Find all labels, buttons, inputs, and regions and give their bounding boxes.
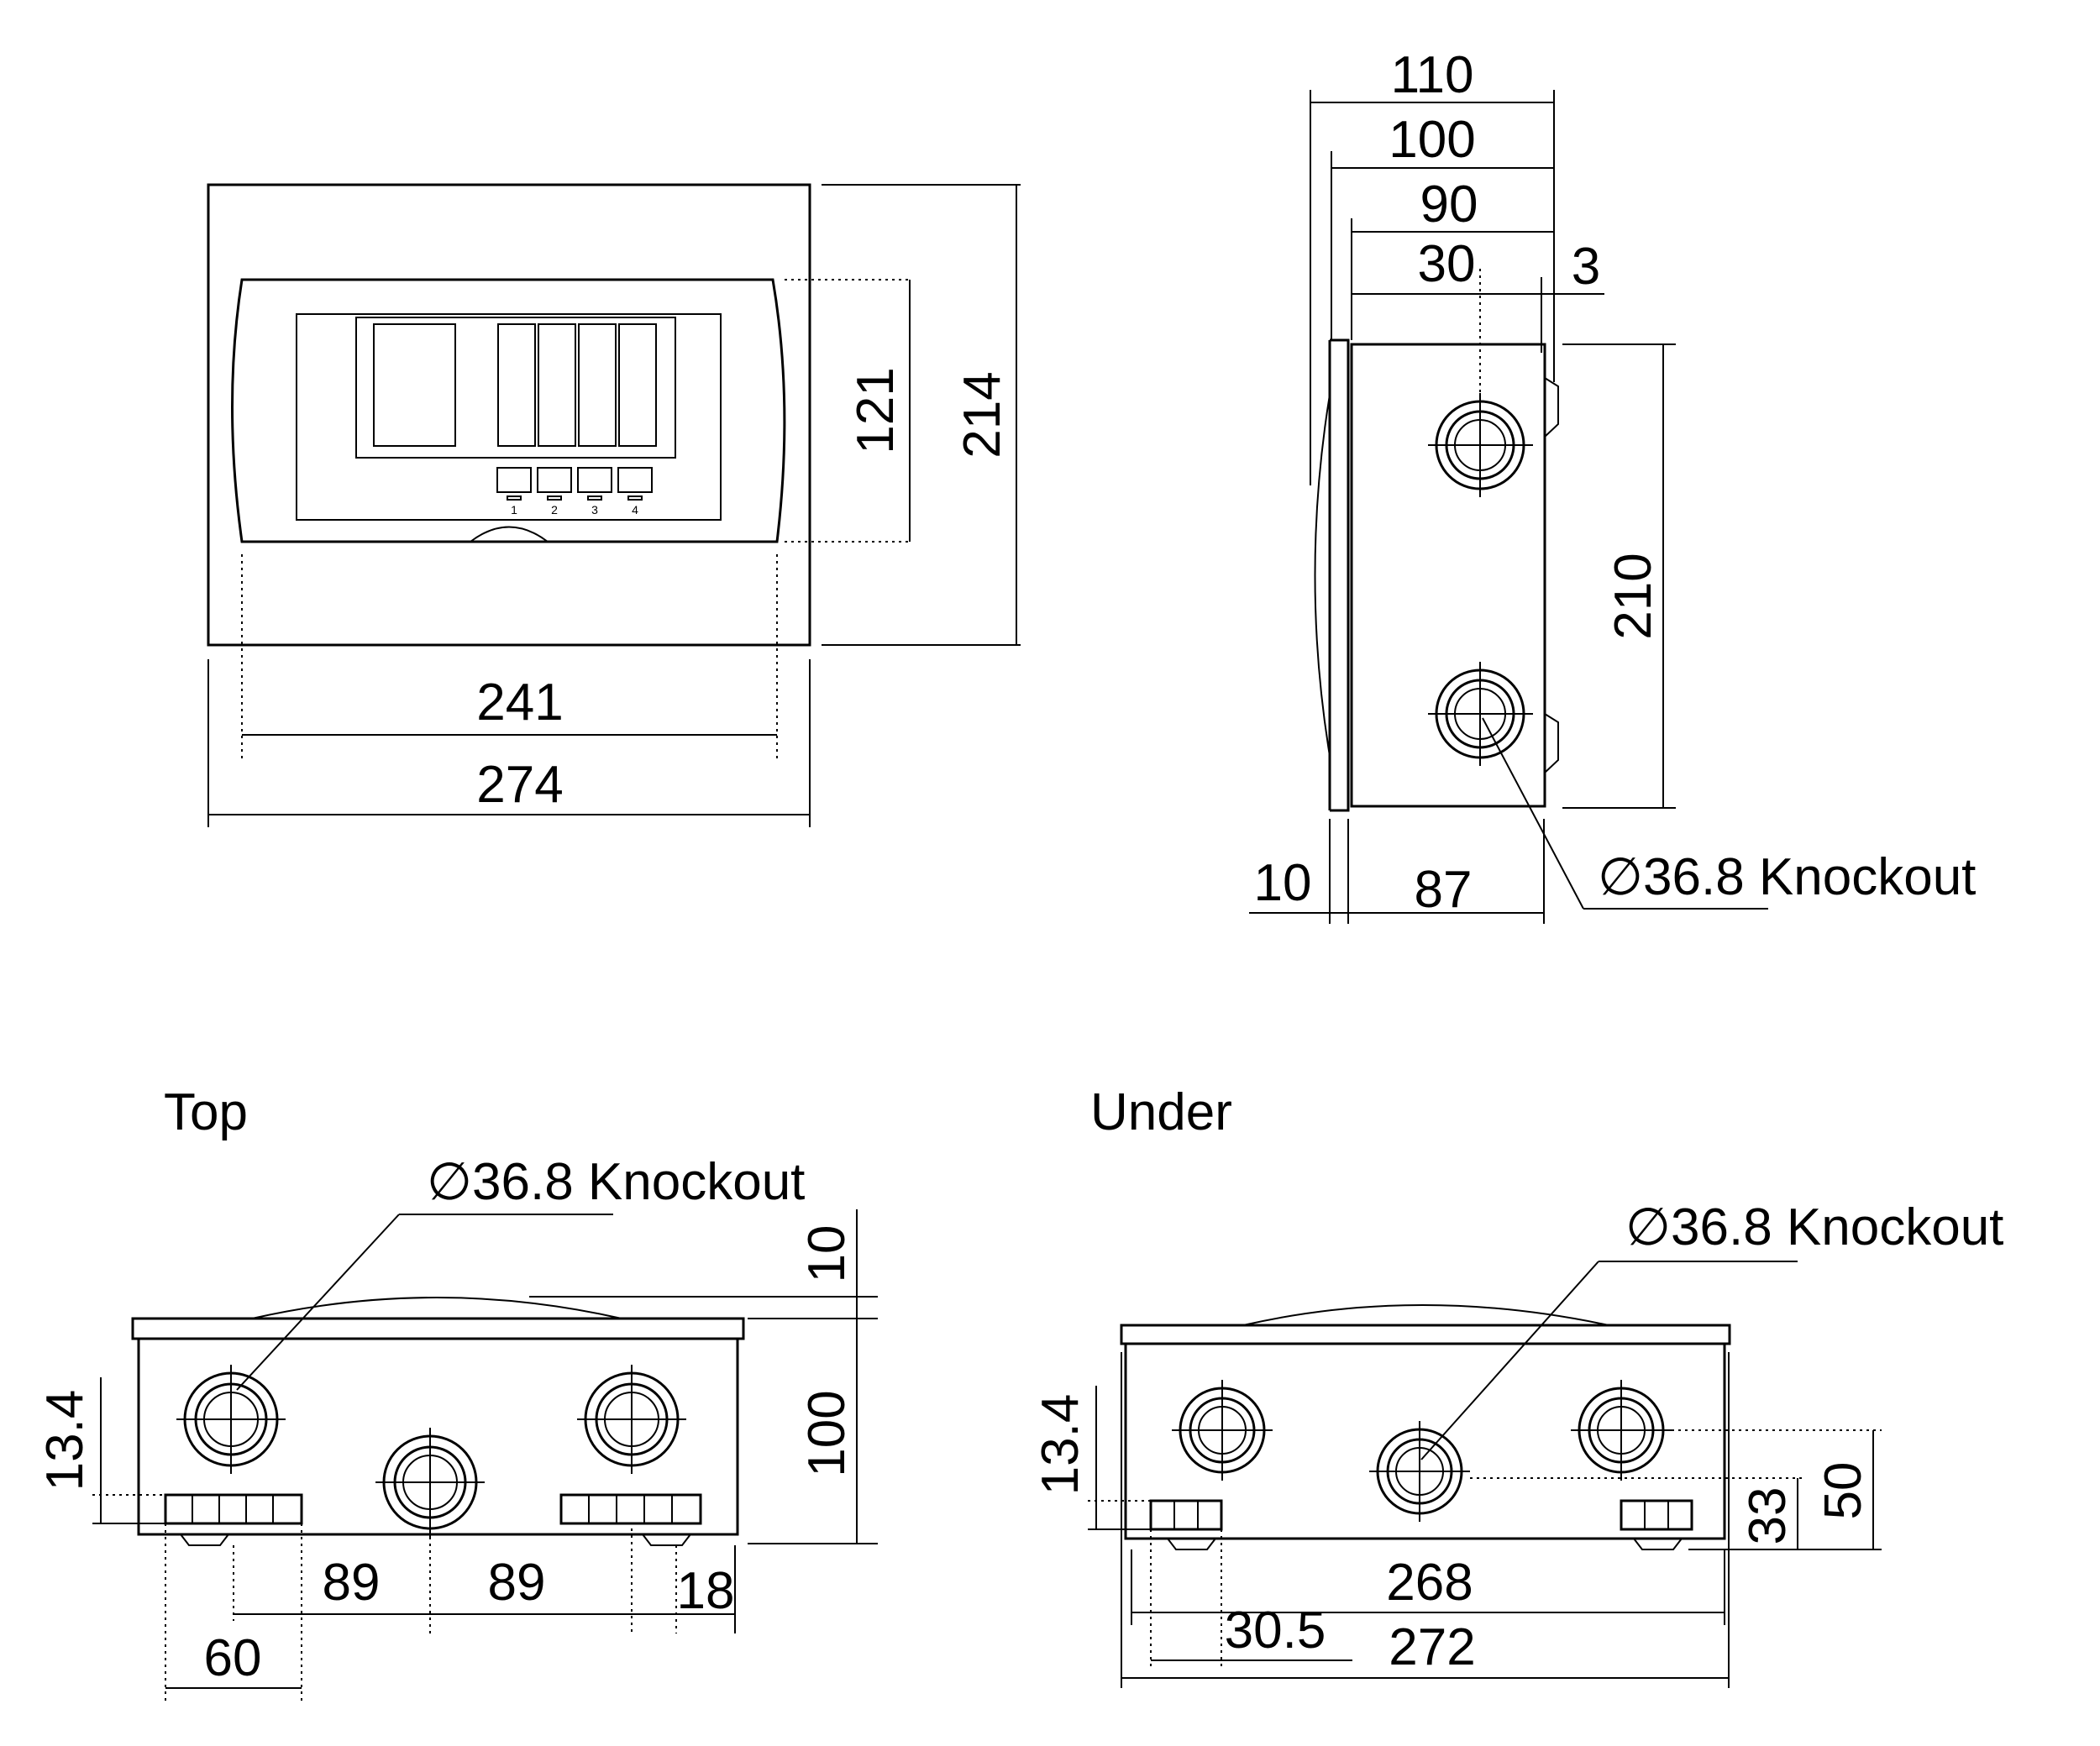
- top-body: [137, 1337, 739, 1536]
- top-foot-right: [642, 1534, 691, 1546]
- under-dim-13-4: 13.4: [1032, 1394, 1089, 1496]
- side-view: 110 100 90 30 3: [1249, 46, 1976, 924]
- dim-3: 3: [1572, 238, 1600, 296]
- under-foot-right: [1633, 1538, 1683, 1550]
- dim-214: 214: [953, 371, 1011, 458]
- under-view-title: Under: [1090, 1083, 1232, 1141]
- led-3: [587, 495, 602, 501]
- top-dim-18: 18: [677, 1562, 735, 1620]
- side-knockout-label: ∅36.8 Knockout: [1598, 848, 1976, 906]
- side-clip-top: [1544, 377, 1559, 438]
- under-view: Under ∅36.8 Knockout: [1032, 1083, 2003, 1688]
- under-knockout-label: ∅36.8 Knockout: [1625, 1198, 2003, 1256]
- breaker-4: [618, 323, 657, 447]
- switch-number-1: 1: [511, 503, 517, 516]
- top-dim-13-4: 13.4: [36, 1390, 94, 1492]
- front-outer-frame: [207, 183, 811, 647]
- knockout-leader: [1420, 1261, 1599, 1460]
- dim-10: 10: [1254, 854, 1312, 912]
- under-terminal-left: [1149, 1499, 1223, 1531]
- front-cover: [231, 278, 786, 543]
- top-dim-89-left: 89: [323, 1554, 381, 1612]
- front-breaker-area: [355, 317, 676, 459]
- led-1: [507, 495, 522, 501]
- top-terminal-right: [559, 1493, 702, 1525]
- top-cover-bulge: [251, 1297, 622, 1319]
- side-cover-bulge: [1314, 394, 1331, 757]
- dim-241: 241: [476, 674, 563, 731]
- side-knockout-top: [1428, 393, 1533, 497]
- top-dim-100: 100: [798, 1390, 856, 1476]
- knockout-leader: [1482, 717, 1584, 910]
- under-dim-272: 272: [1389, 1618, 1475, 1676]
- switch-number-2: 2: [551, 503, 558, 516]
- under-body: [1124, 1342, 1726, 1540]
- under-foot-left: [1167, 1538, 1216, 1550]
- dim-87: 87: [1415, 861, 1473, 919]
- top-dim-10: 10: [798, 1225, 856, 1283]
- under-knockout-center: [1369, 1421, 1470, 1522]
- under-dim-33: 33: [1739, 1487, 1797, 1545]
- top-knockout-left: [176, 1365, 286, 1474]
- breaker-1: [497, 323, 536, 447]
- side-cover-plate: [1330, 338, 1350, 812]
- dim-100: 100: [1389, 111, 1475, 169]
- dim-90: 90: [1420, 176, 1478, 233]
- side-body: [1350, 343, 1546, 808]
- under-knockout-right: [1571, 1380, 1672, 1481]
- top-view-title: Top: [164, 1083, 248, 1141]
- dim-210: 210: [1604, 553, 1662, 639]
- top-cover-plate: [131, 1317, 745, 1340]
- top-view: Top ∅36.8 Knockout: [36, 1083, 878, 1701]
- top-foot-left: [180, 1534, 229, 1546]
- indicator-2: [537, 467, 572, 493]
- under-knockout-left: [1172, 1380, 1273, 1481]
- led-4: [627, 495, 643, 501]
- knockout-leader: [236, 1214, 400, 1391]
- dim-30: 30: [1418, 235, 1476, 293]
- top-knockout-right: [577, 1365, 686, 1474]
- top-dim-60: 60: [204, 1629, 262, 1687]
- under-dim-30-5: 30.5: [1225, 1602, 1326, 1659]
- top-knockout-center: [375, 1428, 485, 1537]
- switch-number-4: 4: [632, 503, 638, 516]
- under-cover-bulge: [1242, 1304, 1609, 1326]
- side-clip-bottom: [1544, 713, 1559, 773]
- indicator-1: [496, 467, 532, 493]
- front-window: [296, 313, 722, 521]
- indicator-3: [577, 467, 612, 493]
- under-dim-268: 268: [1386, 1554, 1473, 1612]
- under-cover-plate: [1120, 1324, 1731, 1345]
- indicator-4: [617, 467, 653, 493]
- dim-110: 110: [1391, 46, 1474, 104]
- front-view: 1 2 3 4 121 214 241 274: [207, 183, 1021, 827]
- dim-274: 274: [476, 756, 563, 814]
- under-dim-50: 50: [1814, 1462, 1872, 1520]
- led-2: [547, 495, 562, 501]
- top-knockout-label: ∅36.8 Knockout: [427, 1153, 805, 1211]
- side-knockout-bottom: [1428, 662, 1533, 766]
- breaker-3: [578, 323, 617, 447]
- front-latch: [470, 526, 549, 543]
- top-dim-89-right: 89: [488, 1554, 546, 1612]
- dim-121: 121: [847, 367, 905, 454]
- breaker-2: [538, 323, 576, 447]
- under-terminal-right: [1620, 1499, 1693, 1531]
- main-switch: [373, 323, 456, 447]
- switch-number-3: 3: [591, 503, 598, 516]
- top-terminal-left: [164, 1493, 303, 1525]
